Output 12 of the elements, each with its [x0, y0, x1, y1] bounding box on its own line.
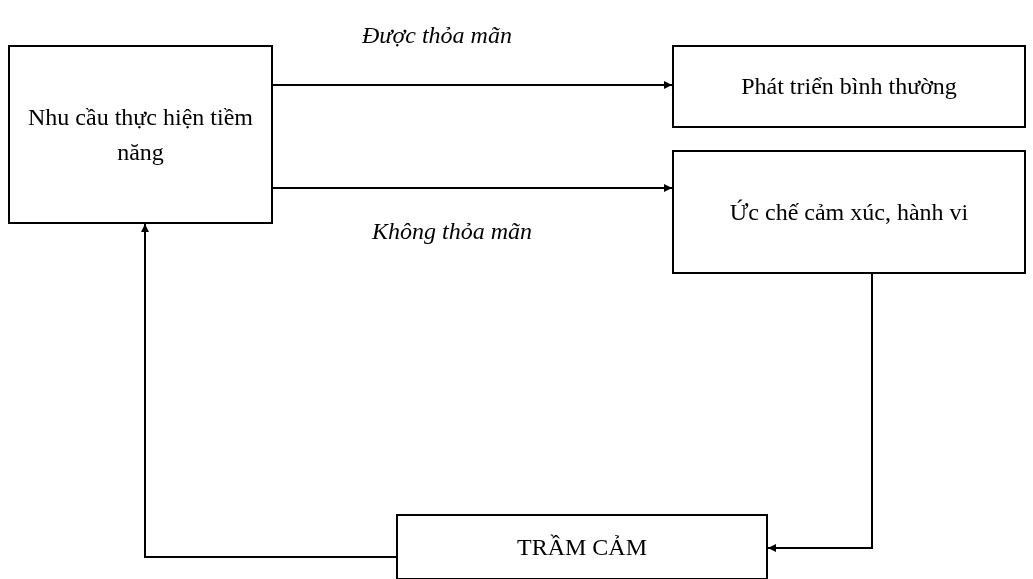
process-box: [396, 514, 768, 579]
arrow: [272, 81, 673, 89]
process-box: [672, 150, 1026, 274]
arrow: [141, 223, 397, 558]
box-text: Phát triển bình thường: [741, 72, 957, 102]
process-box: [672, 45, 1026, 128]
box-text: Ức chế cảm xúc, hành vi: [729, 197, 969, 227]
arrow: [767, 273, 873, 552]
box-text: TRẦM CẢM: [517, 532, 647, 562]
arrow: [272, 184, 673, 192]
box-text: Nhu cầu thực hiện tiềm năng: [27, 102, 254, 167]
process-box: [8, 45, 273, 224]
